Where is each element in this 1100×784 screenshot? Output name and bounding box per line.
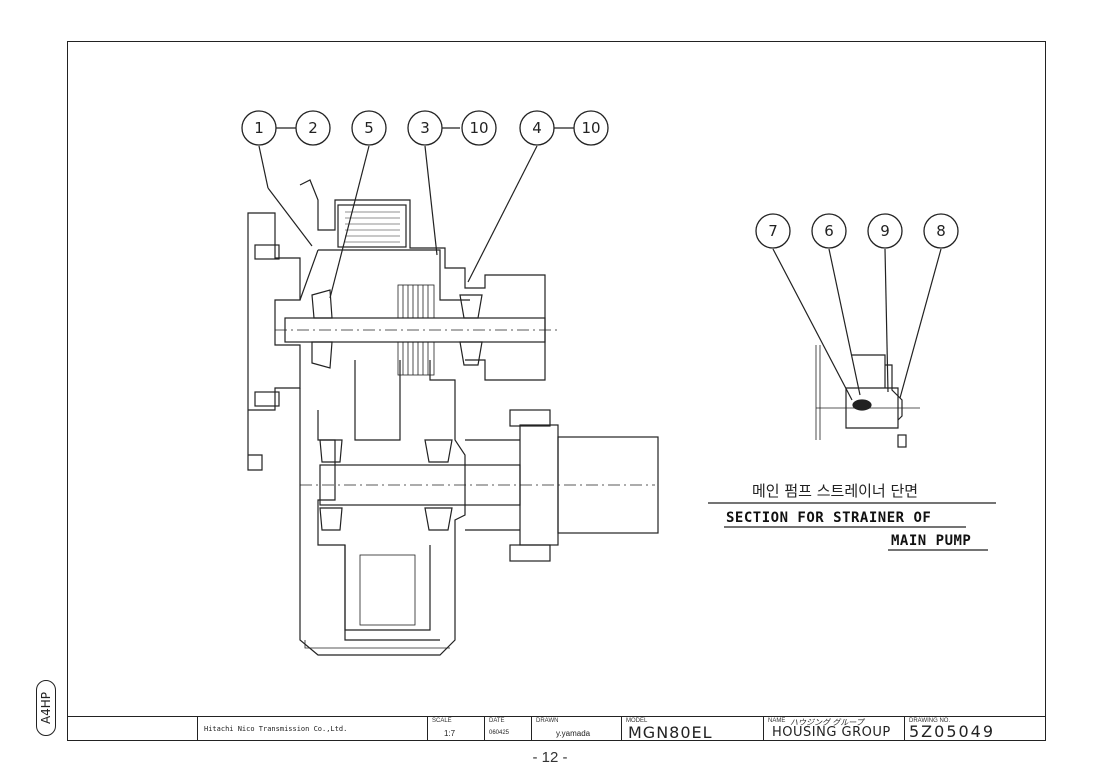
callout-bubble: 6 [811,213,847,249]
drawing-no-label: DRAWING NO. [909,718,951,724]
page-number: - 12 - [532,749,568,766]
leader-line [258,145,269,189]
callout-bubble: 10 [573,110,609,146]
caption-english-line1: SECTION FOR STRAINER OF [726,510,932,526]
svg-text:6: 6 [824,222,834,240]
drawn-value: y.yamada [556,729,591,738]
svg-text:4: 4 [532,119,542,137]
leader-line [828,248,861,396]
title-block-blank [67,717,197,741]
callout-group-main: 1 2 5 3 10 4 10 [241,110,609,146]
svg-text:3: 3 [420,119,430,137]
svg-text:7: 7 [768,222,778,240]
model-label: MODEL [626,718,648,724]
title-block-date: DATE 060425 [484,717,531,741]
title-block-name: NAME ハウジング グループ HOUSING GROUP [763,717,904,741]
callout-bubble: 1 [241,110,277,146]
callout-bubble: 9 [867,213,903,249]
strainer-section [815,345,920,448]
title-block-scale: SCALE 1:7 [427,717,484,741]
callout-bubble: 5 [351,110,387,146]
drawing-frame [67,41,1046,741]
callout-bubble: 4 [519,110,555,146]
date-value: 060425 [489,730,510,736]
title-block-model: MODEL MGN80EL [621,717,763,742]
svg-text:10: 10 [469,119,488,137]
leader-line [424,145,438,256]
title-block-company: Hitachi Nico Transmission Co.,Ltd. [197,717,427,741]
main-assembly-section [247,179,659,656]
paper-size-tag: A4HP [36,680,56,736]
leader-line [772,248,853,401]
callout-bubble: 3 [407,110,443,146]
title-block-drawn: DRAWN y.yamada [531,717,621,741]
leader-line [267,187,313,247]
svg-text:1: 1 [254,119,264,137]
svg-text:9: 9 [880,222,890,240]
title-block-drawing-no: DRAWING NO. 5Z05049 [904,717,1046,741]
caption-english-line2: MAIN PUMP [891,533,972,549]
drawing-no-value: 5Z05049 [909,722,996,741]
leader-line [329,145,370,299]
callout-bubble: 7 [755,213,791,249]
svg-text:5: 5 [364,119,374,137]
drawn-label: DRAWN [536,718,559,724]
date-label: DATE [489,718,505,724]
name-value: HOUSING GROUP [772,725,891,740]
model-value: MGN80EL [628,723,713,742]
callout-bubble: 8 [923,213,959,249]
callout-group-section: 7 6 9 8 [755,213,959,249]
paper-size-label: A4HP [39,691,53,725]
leader-line [899,248,942,399]
leader-line [467,145,538,283]
callout-bubble: 2 [295,110,331,146]
svg-text:2: 2 [308,119,318,137]
scale-label: SCALE [432,718,452,724]
leader-line [884,248,889,393]
caption-korean: 메인 펌프 스트레이너 단면 [752,482,919,500]
name-label: NAME [768,718,786,724]
company-name: Hitachi Nico Transmission Co.,Ltd. [204,725,348,733]
callout-bubble: 10 [461,110,497,146]
title-block: Hitachi Nico Transmission Co.,Ltd. SCALE… [67,716,1046,742]
svg-text:8: 8 [936,222,946,240]
name-japanese: ハウジング グループ [790,718,864,727]
svg-text:10: 10 [581,119,600,137]
scale-value: 1:7 [444,729,456,738]
